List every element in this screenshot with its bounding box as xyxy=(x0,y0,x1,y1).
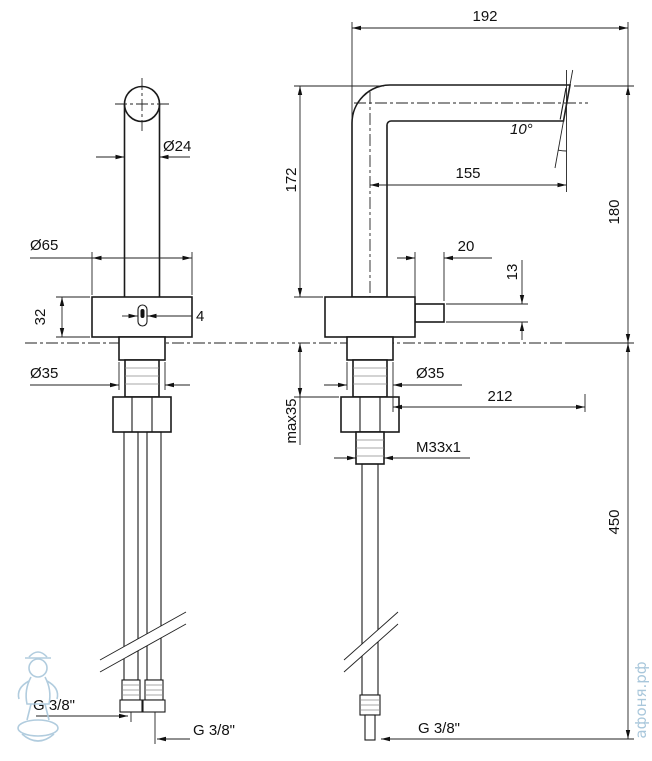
watermark-site-text: афоня.рф xyxy=(632,661,650,738)
dim-max-counter-thickness: max35 xyxy=(283,343,339,445)
dim-shank-diameter-left: Ø35 xyxy=(30,362,190,390)
threaded-shank xyxy=(124,359,160,398)
dim-label-192: 192 xyxy=(472,8,497,25)
dim-shank-diameter-right: Ø35 xyxy=(324,362,462,390)
hose-2-nut xyxy=(142,699,166,713)
dim-thread-m33: M33x1 xyxy=(334,439,470,461)
dim-hose1-thread: G 3/8" xyxy=(33,697,128,719)
dim-label-32: 32 xyxy=(32,309,49,326)
dim-label-max35: max35 xyxy=(283,398,300,443)
mounting-collar xyxy=(118,336,166,361)
dim-hose-thread-right: G 3/8" xyxy=(381,720,634,742)
dim-base-height: 32 xyxy=(32,296,90,338)
dim-label-g38-1: G 3/8" xyxy=(33,697,75,714)
dim-hose-length-450: 450 xyxy=(606,343,631,739)
dim-label-d35-right: Ø35 xyxy=(416,365,444,382)
dim-label-180: 180 xyxy=(606,199,623,224)
dim-spout-diameter: Ø24 xyxy=(96,138,191,160)
hose xyxy=(361,463,379,696)
dim-label-g38-2: G 3/8" xyxy=(193,722,235,739)
hose-end-pipe xyxy=(364,714,376,741)
mounting-nut xyxy=(112,396,172,433)
dim-label-d65: Ø65 xyxy=(30,237,58,254)
front-view-spout xyxy=(115,78,169,297)
hose-break xyxy=(100,612,186,672)
dim-label-4: 4 xyxy=(196,308,204,325)
dim-tip-angle-10: 10° xyxy=(510,69,574,169)
dim-label-10deg: 10° xyxy=(510,121,533,138)
watermark-plumber-logo xyxy=(17,651,59,742)
dim-base-diameter: Ø65 xyxy=(30,237,193,295)
dim-height-180: 180 xyxy=(574,85,634,343)
front-view-under-counter xyxy=(99,336,187,744)
side-outlet xyxy=(414,303,445,323)
dim-label-450: 450 xyxy=(606,509,623,534)
hose-1-nut xyxy=(119,699,143,713)
dim-reach-212: 212 xyxy=(392,362,586,412)
front-view-base xyxy=(91,296,193,338)
dim-sensor-width: 4 xyxy=(122,308,204,325)
dim-label-13: 13 xyxy=(504,264,521,281)
hose-break xyxy=(344,612,398,672)
dim-outlet-width-20: 20 xyxy=(397,238,492,301)
threaded-shank xyxy=(352,359,388,398)
dim-label-20: 20 xyxy=(458,238,475,255)
dim-label-g38-right: G 3/8" xyxy=(418,720,460,737)
dim-label-212: 212 xyxy=(487,388,512,405)
dim-total-reach-192: 192 xyxy=(351,8,629,118)
mounting-collar xyxy=(346,336,394,361)
dim-label-d24: Ø24 xyxy=(163,138,191,155)
dim-label-172: 172 xyxy=(283,167,300,192)
mounting-nut xyxy=(340,396,400,433)
side-view-under-counter xyxy=(340,336,400,741)
dim-reach-155: 155 xyxy=(370,70,567,192)
side-view-base xyxy=(324,296,445,338)
dim-label-155: 155 xyxy=(455,165,480,182)
aerator-face xyxy=(559,87,567,120)
dim-label-m33x1: M33x1 xyxy=(416,439,461,456)
sensor-window xyxy=(137,304,148,327)
dim-label-d35-left: Ø35 xyxy=(30,365,58,382)
dim-hose2-thread: G 3/8" xyxy=(157,722,235,742)
dim-outlet-height-13: 13 xyxy=(446,260,528,340)
dim-spout-height-172: 172 xyxy=(283,85,384,298)
